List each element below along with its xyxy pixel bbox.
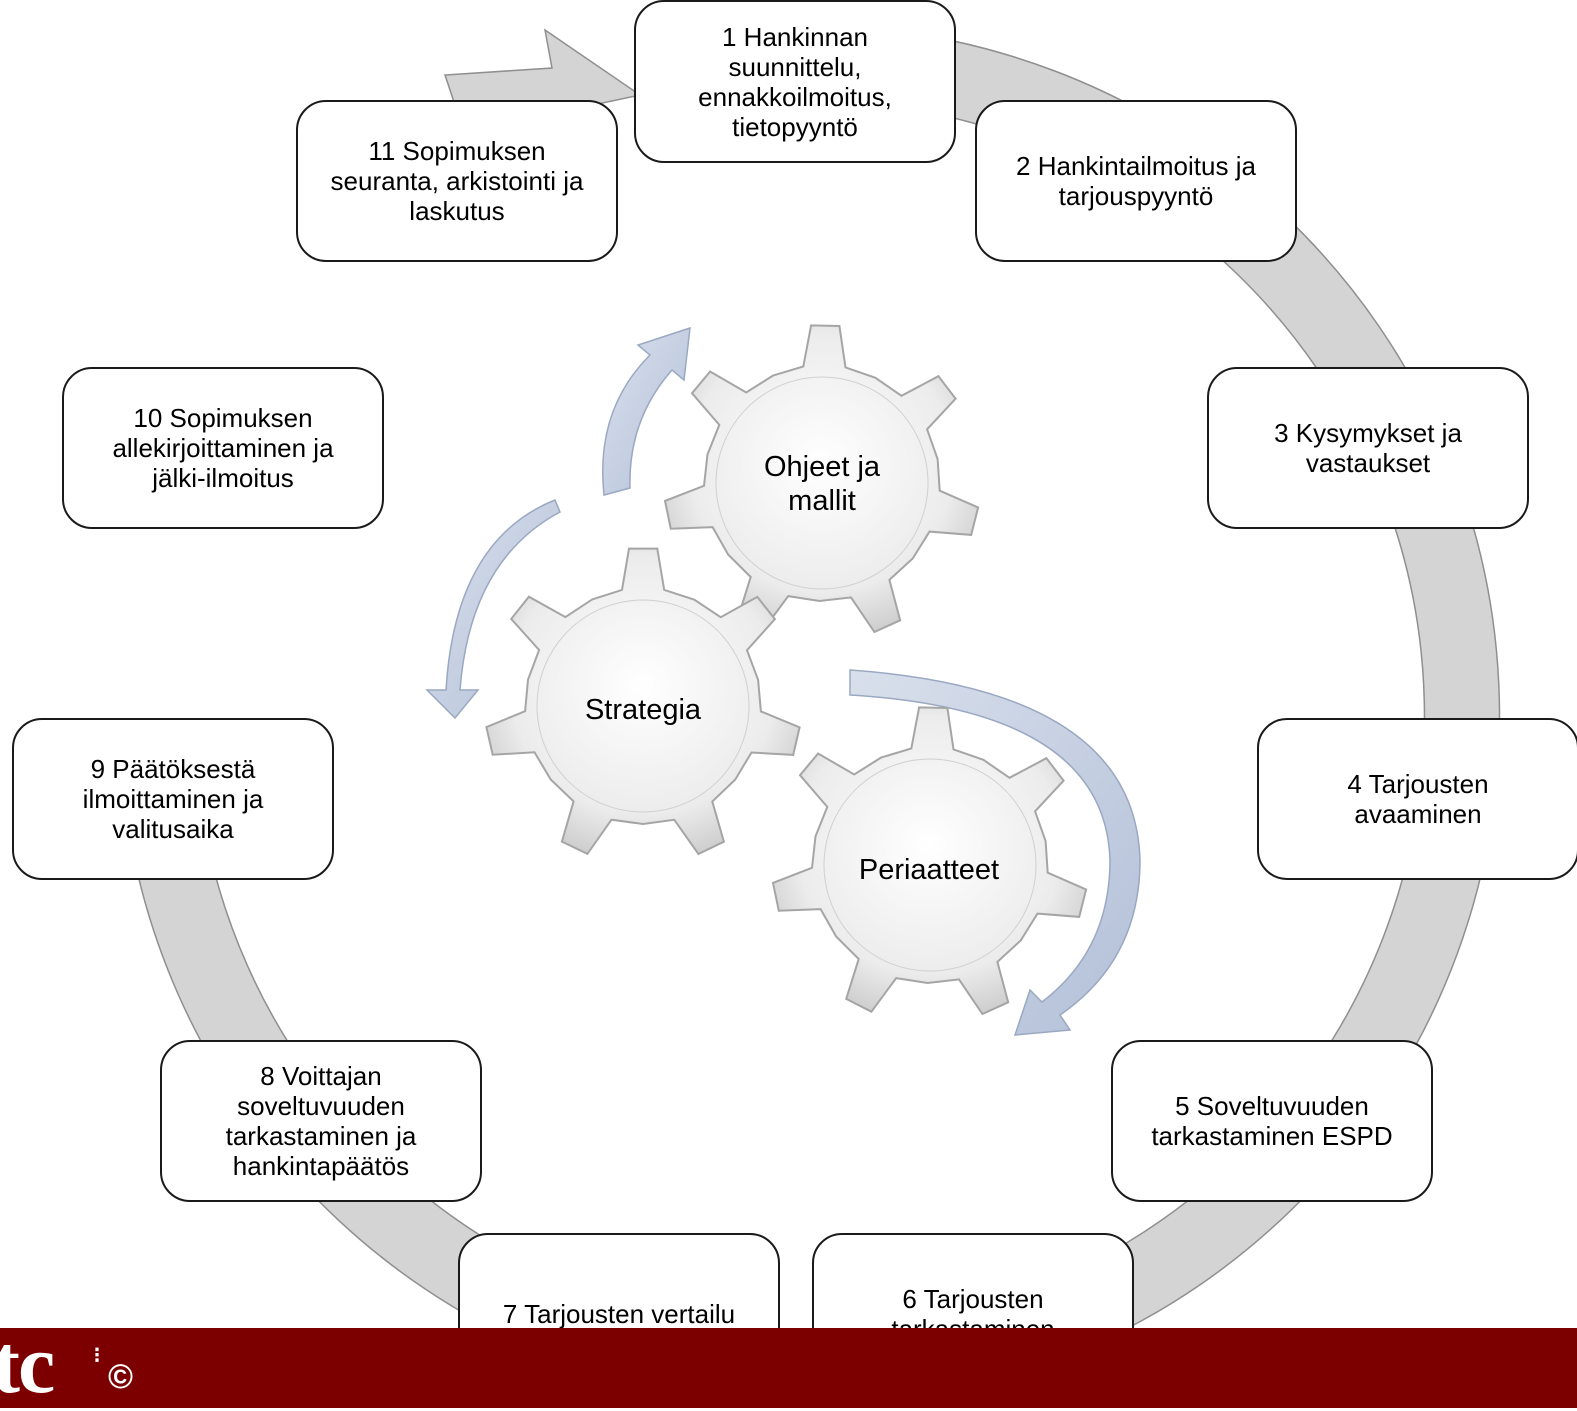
footer-bar xyxy=(0,1328,1577,1408)
gear-periaatteet-hub xyxy=(823,758,1037,972)
gear-strategia-hub xyxy=(536,599,750,813)
inner-arrow-3 xyxy=(849,669,1141,1036)
step-3-box: 3 Kysymykset ja vastaukset xyxy=(1207,367,1529,529)
step-4-box: 4 Tarjousten avaaminen xyxy=(1257,718,1577,880)
step-10-box: 10 Sopimuksen allekirjoittaminen ja jälk… xyxy=(62,367,384,529)
company-logo: tc xyxy=(0,1318,55,1411)
inner-arrow-2 xyxy=(425,499,561,720)
step-9-box: 9 Päätöksestä ilmoittaminen ja valitusai… xyxy=(12,718,334,880)
logo-dots-icon: ⋮ xyxy=(88,1345,106,1365)
step-1-box: 1 Hankinnan suunnittelu, ennakkoilmoitus… xyxy=(634,0,956,163)
inner-arrow-1 xyxy=(601,326,691,496)
step-2-box: 2 Hankintailmoitus ja tarjouspyyntö xyxy=(975,100,1297,262)
copyright-mark: © xyxy=(108,1358,134,1396)
gear-label-strategia: Strategia xyxy=(584,694,702,726)
step-11-box: 11 Sopimuksen seuranta, arkistointi ja l… xyxy=(296,100,618,262)
gear-label-periaatteet: Periaatteet xyxy=(858,854,1000,886)
step-8-box: 8 Voittajan soveltuvuuden tarkastaminen … xyxy=(160,1040,482,1202)
step-5-box: 5 Soveltuvuuden tarkastaminen ESPD xyxy=(1111,1040,1433,1202)
gear-ohjeet-hub xyxy=(715,376,929,590)
gear-label-ohjeet: Ohjeet ja mallit xyxy=(763,451,881,517)
